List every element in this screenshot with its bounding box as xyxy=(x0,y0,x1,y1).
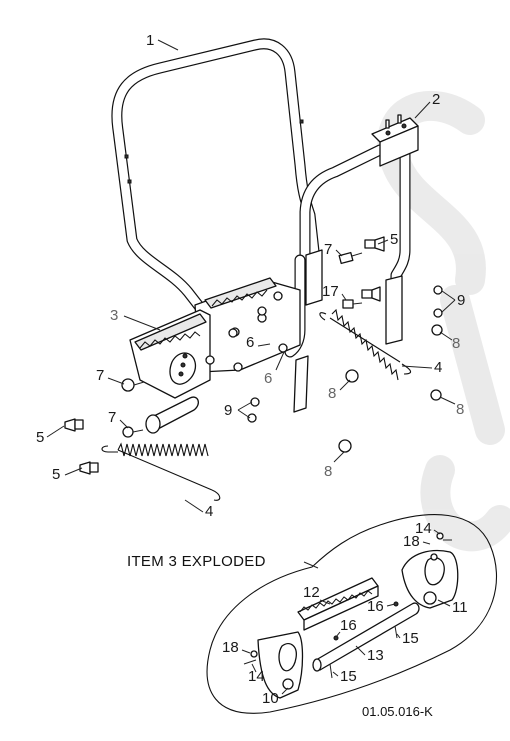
exploded-title: ITEM 3 EXPLODED xyxy=(127,553,266,570)
callout-8-c: 8 xyxy=(456,401,464,418)
exploded-plate-right xyxy=(401,549,459,609)
callout-9-right: 9 xyxy=(457,292,465,309)
callout-4-right: 4 xyxy=(434,359,442,376)
callout-9-left: 9 xyxy=(224,402,232,419)
top-mount-bracket xyxy=(371,114,419,167)
callout-11: 11 xyxy=(452,599,468,616)
callout-13: 13 xyxy=(367,647,384,664)
fasteners xyxy=(64,236,443,475)
exploded-view: ITEM 3 EXPLODED xyxy=(127,514,497,714)
callout-12: 12 xyxy=(303,584,320,601)
callout-16-right: 16 xyxy=(367,598,384,615)
callout-15-left: 15 xyxy=(340,668,357,685)
exploded-ratchet-bar xyxy=(297,577,379,631)
adjustment-plate-assembly xyxy=(129,277,301,434)
callout-5-left: 5 xyxy=(36,429,44,446)
callout-4-left: 4 xyxy=(205,503,213,520)
callout-5-lower: 5 xyxy=(52,466,60,483)
callout-3: 3 xyxy=(110,307,118,324)
callout-2: 2 xyxy=(432,91,440,108)
callout-14-right: 14 xyxy=(415,520,432,537)
callout-1: 1 xyxy=(146,32,154,49)
callout-10: 10 xyxy=(262,690,279,707)
callout-14-left: 14 xyxy=(248,668,265,685)
callout-6-lower: 6 xyxy=(264,370,272,387)
callout-8-d: 8 xyxy=(324,463,332,480)
callout-8-a: 8 xyxy=(452,335,460,352)
callout-7-top: 7 xyxy=(324,241,332,258)
callout-18-right: 18 xyxy=(403,533,420,550)
callout-5-top: 5 xyxy=(390,231,398,248)
callout-7-low: 7 xyxy=(108,409,116,426)
drawing-code: 01.05.016-K xyxy=(362,704,433,719)
callout-17: 17 xyxy=(322,283,339,300)
main-callouts: 1 2 3 4 4 5 5 5 6 6 7 7 7 8 8 8 8 9 xyxy=(36,32,465,520)
right-mount-plate xyxy=(293,249,403,413)
callout-15-right: 15 xyxy=(402,630,419,647)
callout-8-b: 8 xyxy=(328,385,336,402)
springs xyxy=(101,308,412,501)
exploded-tube xyxy=(312,602,420,672)
callout-7-mid: 7 xyxy=(96,367,104,384)
exploded-plate-left xyxy=(257,631,304,699)
callout-18-left: 18 xyxy=(222,639,239,656)
callout-16-left: 16 xyxy=(340,617,357,634)
callout-6-upper: 6 xyxy=(246,334,254,351)
